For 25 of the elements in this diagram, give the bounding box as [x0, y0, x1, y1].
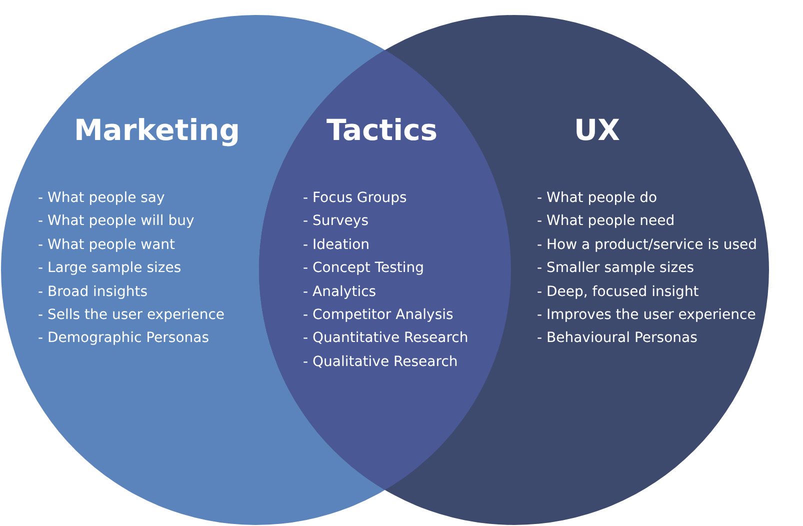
list-item: - Ideation [303, 236, 370, 253]
list-item: - Deep, focused insight [537, 284, 699, 300]
list-item: - What people will buy [38, 213, 194, 230]
circle-heading: Tactics [326, 112, 438, 147]
list-item: - How a product/service is used [537, 236, 757, 253]
list-item: - What people say [38, 190, 165, 206]
list-item: - Demographic Personas [38, 330, 210, 346]
list-item: - Quantitative Research [303, 330, 468, 346]
circle-heading: Marketing [74, 113, 240, 147]
list-item: - Surveys [303, 213, 368, 230]
list-item: - Large sample sizes [38, 260, 182, 276]
list-item: - Qualitative Research [303, 354, 458, 370]
list-item: - Broad insights [38, 284, 148, 300]
list-item: - Smaller sample sizes [537, 260, 694, 276]
list-item: - What people want [38, 236, 176, 253]
list-item: - What people do [537, 190, 658, 206]
list-item: - Concept Testing [303, 260, 424, 276]
list-item: - Improves the user experience [537, 307, 756, 323]
list-item: - Focus Groups [303, 190, 407, 206]
list-item: - Behavioural Personas [537, 330, 698, 346]
list-item: - Analytics [303, 284, 376, 300]
list-item: - Sells the user experience [38, 307, 225, 323]
list-item: - Competitor Analysis [303, 306, 454, 323]
list-item: - What people need [537, 213, 675, 230]
circle-heading: UX [574, 113, 620, 147]
